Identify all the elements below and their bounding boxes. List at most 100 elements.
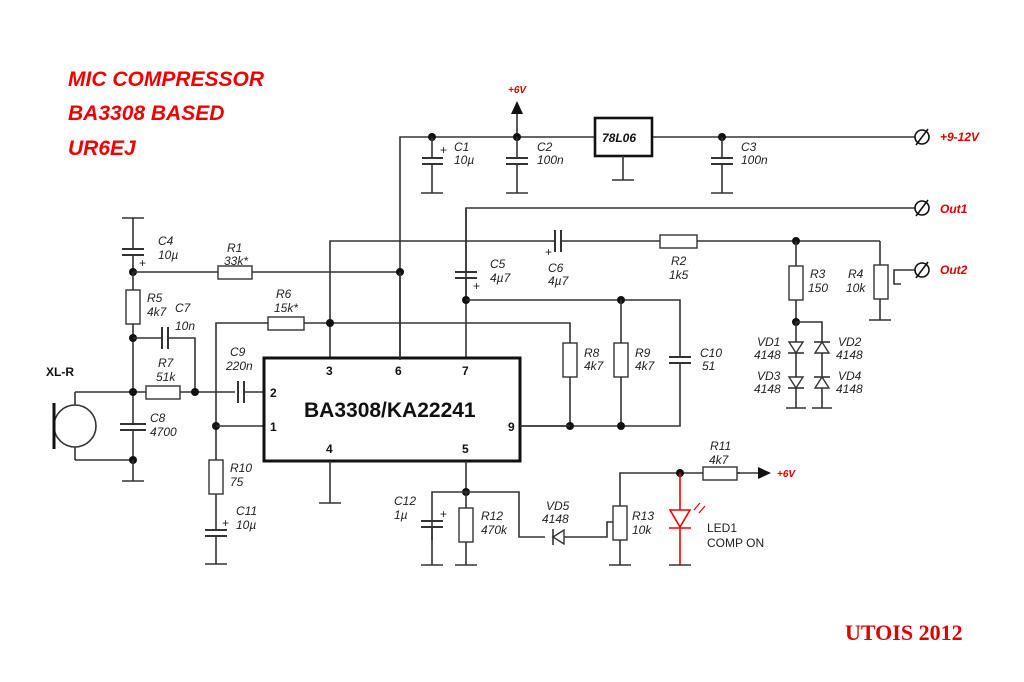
led1-ref: LED1 [707, 521, 737, 535]
c1-value: 10µ [454, 153, 474, 167]
c5-ref: C5 [490, 257, 506, 271]
r9-value: 4k7 [635, 359, 656, 373]
svg-text:+: + [440, 507, 447, 521]
c7-value: 10n [175, 319, 195, 333]
diode-vd4 [813, 375, 831, 389]
rail-led-label: +6V [777, 469, 796, 480]
resistor-r7 [145, 385, 181, 400]
ic-pin-5: 5 [462, 442, 469, 456]
c10-value: 51 [702, 359, 715, 373]
r10-value: 75 [230, 475, 244, 489]
led-icon [668, 473, 706, 566]
rail-arrow-icon [511, 101, 523, 114]
r5-value: 4k7 [147, 305, 168, 319]
out1-terminal[interactable] [914, 199, 930, 217]
c10-ref: C10 [700, 346, 722, 360]
c8-value: 4700 [150, 425, 177, 439]
ic-label: BA3308/KA22241 [304, 399, 476, 422]
led1-value: COMP ON [707, 536, 764, 550]
resistor-r10 [208, 459, 224, 495]
diode-vd2 [813, 340, 831, 354]
potentiometer-r13[interactable] [612, 505, 628, 541]
r7-ref: R7 [158, 356, 175, 370]
resistor-r2 [659, 234, 698, 249]
vd1-ref: VD1 [757, 335, 780, 349]
title-line-2: BA3308 BASED [68, 102, 224, 125]
resistor-r8 [562, 342, 578, 378]
r11-value: 4k7 [709, 453, 730, 467]
diode-vd5 [551, 528, 565, 546]
junction-dot [326, 319, 334, 327]
diode-vd3 [787, 376, 805, 390]
c2-value: 100n [537, 153, 564, 167]
resistor-r12 [458, 507, 474, 543]
r3-value: 150 [808, 281, 828, 295]
regulator-78l06 [593, 116, 654, 158]
regulator-ground [612, 156, 634, 181]
regulator-label: 78L06 [602, 131, 636, 145]
diode-vd1 [787, 341, 805, 355]
c4-value: 10µ [158, 248, 178, 262]
c9-value: 220n [225, 359, 253, 373]
resistor-r3 [788, 265, 804, 301]
r2-value: 1k5 [669, 268, 689, 282]
r9-ref: R9 [635, 346, 651, 360]
ic-ba3308 [262, 356, 522, 463]
c6-ref: C6 [548, 261, 564, 275]
svg-text:+: + [222, 516, 229, 530]
out2-label: Out2 [940, 263, 968, 277]
vd4-value: 4148 [836, 382, 863, 396]
r13-value: 10k [632, 523, 652, 537]
r11-ref: R11 [710, 439, 731, 453]
r2-ref: R2 [671, 254, 687, 268]
title-line-3: UR6EJ [68, 137, 137, 160]
supply-label: +9-12V [940, 130, 980, 144]
r5-ref: R5 [147, 291, 163, 305]
r10-ref: R10 [230, 461, 252, 475]
rail-top-label: +6V [508, 85, 527, 96]
c7-ref: C7 [175, 301, 192, 315]
r8-ref: R8 [584, 346, 600, 360]
r12-ref: R12 [481, 509, 503, 523]
c3-value: 100n [741, 153, 768, 167]
c11-ref: C11 [236, 504, 257, 518]
c4-ref: C4 [158, 234, 174, 248]
out2-terminal[interactable] [914, 261, 930, 279]
ic-pin-1: 1 [270, 420, 277, 434]
capacitor-c3 [711, 137, 733, 194]
junction-dot [617, 422, 625, 430]
vd5-ref: VD5 [546, 499, 570, 513]
ic-pin-9: 9 [508, 420, 515, 434]
c9-ref: C9 [230, 345, 246, 359]
vd4-ref: VD4 [838, 369, 862, 383]
c3-ref: C3 [741, 140, 757, 154]
svg-text:+: + [473, 279, 480, 293]
c6-value: 4µ7 [548, 274, 570, 288]
title-line-1: MIC COMPRESSOR [68, 68, 265, 91]
out1-label: Out1 [940, 202, 968, 216]
r4-ref: R4 [848, 267, 864, 281]
ic-pin-3: 3 [326, 364, 333, 378]
r13-ref: R13 [632, 509, 654, 523]
vd3-value: 4148 [754, 382, 781, 396]
r6-value: 15k* [274, 301, 298, 315]
svg-text:+: + [440, 143, 447, 157]
c1-ref: C1 [454, 140, 469, 154]
vd2-value: 4148 [836, 348, 863, 362]
potentiometer-r4[interactable] [873, 264, 889, 300]
rail-arrow-icon [758, 467, 771, 479]
r1-ref: R1 [227, 241, 242, 255]
supply-terminal[interactable] [914, 128, 930, 146]
c12-ref: C12 [394, 494, 416, 508]
r12-value: 470k [481, 523, 508, 537]
c5-value: 4µ7 [490, 271, 512, 285]
resistor-r6 [267, 316, 305, 331]
c12-value: 1µ [394, 508, 408, 522]
r8-value: 4k7 [584, 359, 605, 373]
resistor-r5 [125, 289, 141, 325]
capacitor-c6: + [545, 230, 562, 259]
ic-pin-7: 7 [462, 364, 469, 378]
r7-value: 51k [156, 370, 176, 384]
c11-value: 10µ [236, 518, 256, 532]
